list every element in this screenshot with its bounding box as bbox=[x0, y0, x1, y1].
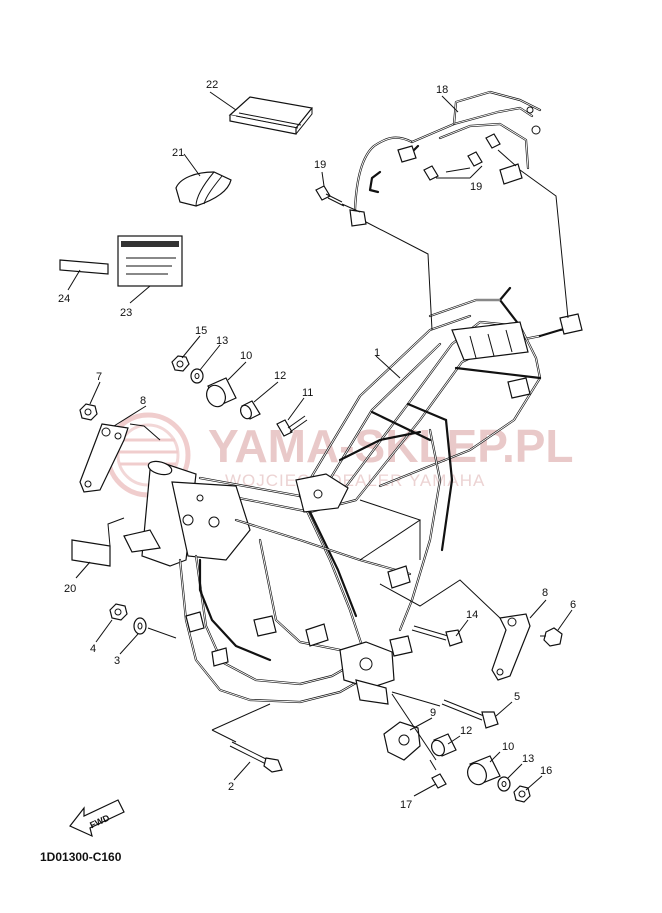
callout-8-lower: 8 bbox=[542, 587, 548, 599]
callout-9: 9 bbox=[430, 707, 436, 719]
part-8-engine-bracket-upper bbox=[79, 423, 129, 493]
callout-23: 23 bbox=[120, 307, 132, 319]
callout-8-upper: 8 bbox=[140, 395, 146, 407]
callout-12: 12 bbox=[274, 370, 286, 382]
callout-19-left: 19 bbox=[314, 159, 326, 171]
callout-2: 2 bbox=[228, 781, 234, 793]
part-7-nut bbox=[79, 403, 98, 421]
part-20-label bbox=[71, 539, 111, 567]
figure-code: 1D01300-C160 bbox=[40, 850, 122, 864]
part-5-bolt bbox=[441, 699, 499, 729]
part-10-collar-rear bbox=[467, 755, 501, 786]
part-19-bolts bbox=[315, 133, 501, 207]
assembly-lines bbox=[107, 149, 569, 761]
callout-22: 22 bbox=[206, 79, 218, 91]
callout-10-rear: 10 bbox=[502, 741, 514, 753]
callout-6: 6 bbox=[570, 599, 576, 611]
callout-18: 18 bbox=[436, 84, 448, 96]
part-3-washer bbox=[133, 617, 147, 635]
callout-14: 14 bbox=[466, 609, 478, 621]
part-8-engine-bracket-lower bbox=[491, 613, 531, 681]
part-13-washer-rear bbox=[497, 776, 511, 792]
callout-13: 13 bbox=[216, 335, 228, 347]
part-14-bolt bbox=[411, 625, 463, 647]
callout-15: 15 bbox=[195, 325, 207, 337]
callout-12-rear: 12 bbox=[460, 725, 472, 737]
part-6-bolt bbox=[540, 627, 563, 647]
part-12-collar bbox=[239, 400, 261, 420]
part-11-bolt bbox=[276, 415, 308, 437]
callout-5: 5 bbox=[514, 691, 520, 703]
callout-21: 21 bbox=[172, 147, 184, 159]
callout-4: 4 bbox=[90, 643, 96, 655]
callout-11: 11 bbox=[302, 387, 313, 399]
callout-3: 3 bbox=[114, 655, 120, 667]
part-21-pad bbox=[175, 171, 232, 207]
part-12-collar-rear bbox=[430, 733, 457, 757]
callout-19-right: 19 bbox=[470, 181, 482, 193]
watermark-tagline: WOJCIECH DEALER YAMAHA bbox=[225, 471, 485, 490]
callout-10: 10 bbox=[240, 350, 252, 362]
part-10-collar bbox=[206, 377, 237, 408]
part-17-bolt bbox=[429, 759, 447, 789]
part-24-label bbox=[59, 259, 109, 275]
part-23-label-sheet bbox=[117, 235, 183, 287]
part-13-washer bbox=[190, 368, 204, 384]
callout-17: 17 bbox=[400, 799, 412, 811]
watermark: YAMA-SKLEP.PL WOJCIECH DEALER YAMAHA bbox=[105, 412, 574, 498]
part-4-nut bbox=[109, 603, 128, 621]
part-2-bolt bbox=[229, 741, 283, 773]
part-18-rear-subframe bbox=[349, 90, 542, 227]
callout-24: 24 bbox=[58, 293, 70, 305]
callout-labels: 22 21 23 24 20 15 13 10 12 11 7 8 1 18 1… bbox=[58, 79, 576, 811]
part-15-nut bbox=[171, 355, 190, 372]
callout-16: 16 bbox=[540, 765, 552, 777]
part-22-manual bbox=[228, 96, 314, 135]
leader-lines bbox=[67, 91, 573, 797]
callout-7: 7 bbox=[96, 371, 102, 383]
callout-13-rear: 13 bbox=[522, 753, 534, 765]
fwd-arrow-icon: FWD bbox=[69, 799, 125, 838]
part-9-engine-bracket-rear bbox=[383, 721, 421, 761]
callout-20: 20 bbox=[64, 583, 76, 595]
callout-1: 1 bbox=[374, 347, 380, 359]
part-1-main-frame bbox=[123, 286, 583, 705]
